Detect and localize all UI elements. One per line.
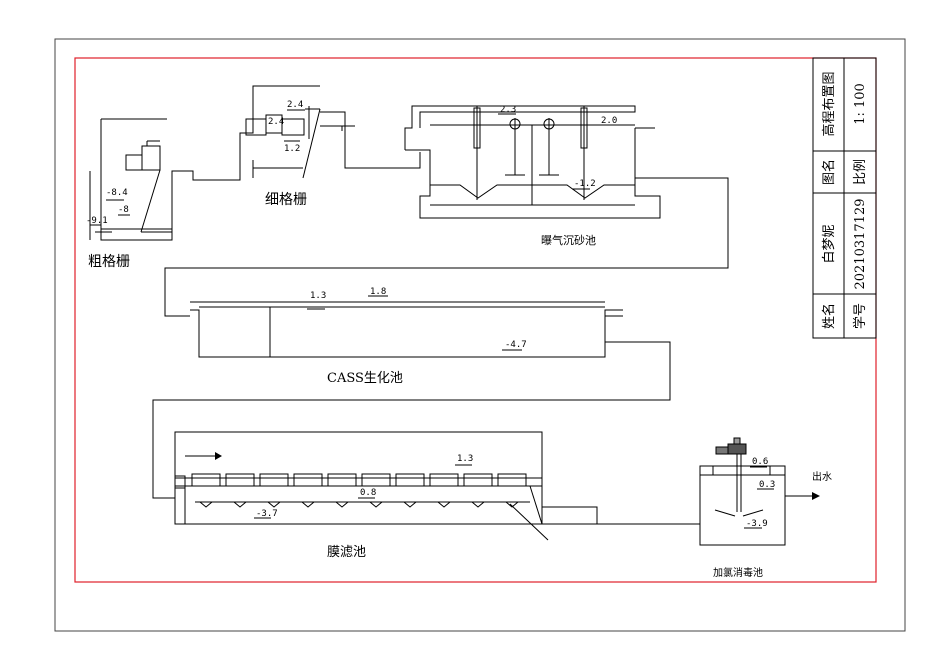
level-membrane-1: 1.3 xyxy=(457,454,473,464)
outlet-label: 出水 xyxy=(812,470,832,483)
membrane-tank-level-marks: 1.3 0.8 -3.7 xyxy=(254,454,473,519)
chlorination-tank xyxy=(699,452,812,546)
fine-screen-label: 细格栅 xyxy=(265,192,307,208)
level-grit-3: -1.2 xyxy=(574,179,596,189)
membrane-modules xyxy=(191,473,527,487)
title-block-drawing-name-label: 图名 xyxy=(821,159,837,185)
level-grit-1: 2.3 xyxy=(500,105,516,115)
cass-tank-level-marks: 1.3 1.8 -4.7 xyxy=(307,287,527,351)
chlorination-mixer-motor xyxy=(715,437,747,455)
fine-screen-level-marks: 2.4 2.4 1.2 xyxy=(268,100,305,154)
outlet-arrow xyxy=(812,492,820,500)
title-block-author-value: 白梦妮 xyxy=(821,224,837,263)
cass-tank xyxy=(152,301,671,499)
title-block-scale-label: 比例 xyxy=(853,159,868,185)
level-membrane-3: -3.7 xyxy=(256,509,278,519)
cass-tank-label: CASS生化池 xyxy=(327,371,403,386)
title-block-student-id-label: 学号 xyxy=(852,303,868,329)
level-fine-1: 2.4 xyxy=(287,100,303,110)
title-block: 高程布置图 1: 100 图名 比例 白梦妮 20210317129 姓名 学号 xyxy=(812,57,877,339)
level-chlorination-1: 0.6 xyxy=(752,457,768,467)
level-cass-2: 1.8 xyxy=(370,287,386,297)
drawing-frame xyxy=(74,57,877,583)
chlorination-tank-level-marks: 0.6 0.3 -3.9 xyxy=(744,457,775,529)
coarse-screen-level-marks: -8.4 -8 -9.1 xyxy=(86,188,130,233)
level-chlorination-2: 0.3 xyxy=(759,480,775,490)
membrane-inflow-arrow xyxy=(215,452,222,460)
membrane-tank-label: 膜滤池 xyxy=(327,545,366,560)
chlorination-tank-label: 加氯消毒池 xyxy=(713,566,763,579)
level-cass-3: -4.7 xyxy=(505,340,527,350)
level-membrane-2: 0.8 xyxy=(360,488,376,498)
pipe-grit-to-cass xyxy=(164,177,729,317)
level-coarse-1: -8.4 xyxy=(106,188,128,198)
grit-chamber-level-marks: 2.3 2.0 -1.2 xyxy=(498,105,617,190)
title-block-scale-value: 1: 100 xyxy=(853,83,868,125)
level-fine-2: 2.4 xyxy=(268,117,284,127)
grit-chamber-label: 曝气沉砂池 xyxy=(541,233,596,247)
fine-screen xyxy=(195,85,421,181)
title-block-student-id-value: 20210317129 xyxy=(853,199,868,290)
coarse-screen-label: 粗格栅 xyxy=(88,254,130,270)
level-chlorination-3: -3.9 xyxy=(746,519,768,529)
coarse-screen xyxy=(89,118,195,241)
sheet-border xyxy=(54,38,906,632)
grit-chamber xyxy=(404,105,661,219)
title-block-author-label: 姓名 xyxy=(821,303,837,329)
membrane-aerators xyxy=(198,501,520,508)
title-block-drawing-title: 高程布置图 xyxy=(821,71,837,136)
level-coarse-2: -8 xyxy=(118,205,129,215)
level-grit-2: 2.0 xyxy=(601,116,617,126)
level-fine-3: 1.2 xyxy=(284,144,300,154)
level-cass-1: 1.3 xyxy=(310,291,326,301)
level-coarse-3: -9.1 xyxy=(86,216,108,226)
